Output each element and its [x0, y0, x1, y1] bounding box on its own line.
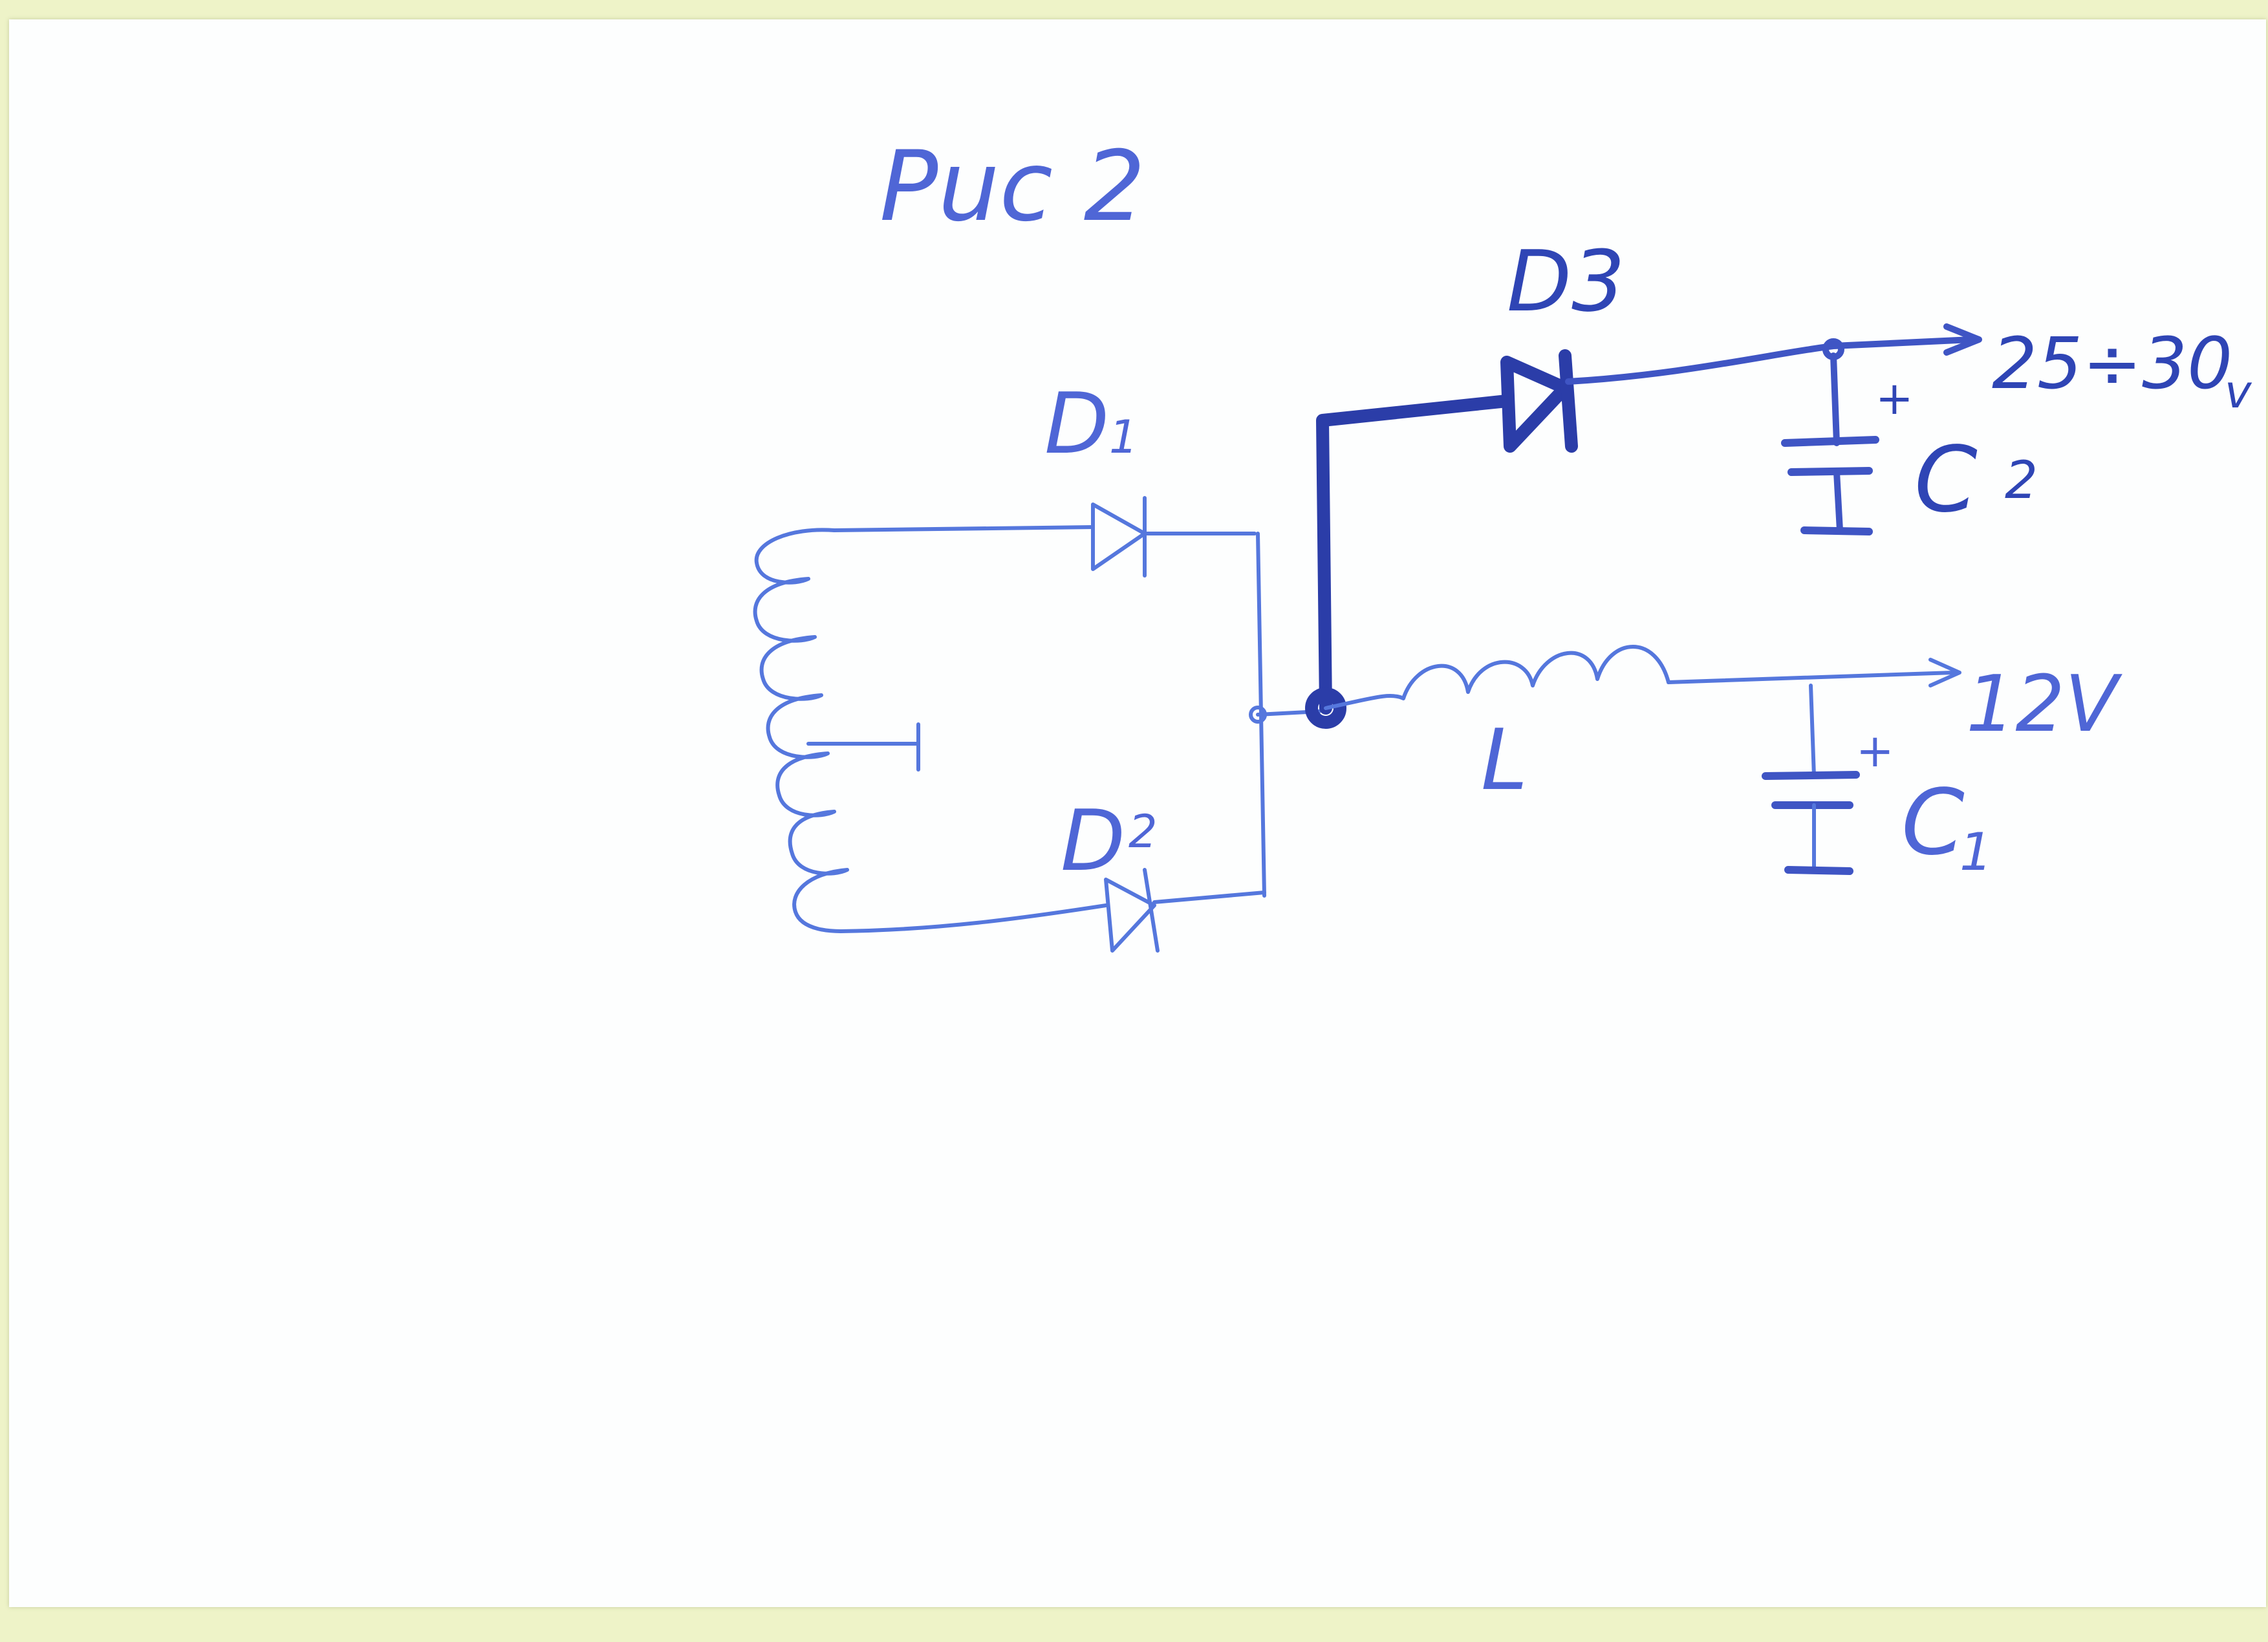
bus-junction-dot — [1249, 706, 1267, 724]
paper-sheet — [9, 19, 2266, 1607]
c2-polarity-label: + — [1875, 372, 1914, 425]
diode-d2-icon — [1104, 868, 1160, 953]
inductor-label: L — [1481, 711, 1528, 809]
c1-subscript: 1 — [1960, 822, 1993, 882]
inductor-l-icon — [1324, 645, 1670, 710]
d3-label: D3 — [1507, 232, 1625, 330]
output-high-unit: v — [2225, 365, 2252, 418]
figure-title: Puc 2 — [880, 131, 1145, 243]
arrow-output-high-icon — [1943, 323, 1982, 356]
arrow-output-low-icon — [1928, 658, 1961, 687]
c1-polarity-label: + — [1856, 724, 1894, 777]
transformer-coil-icon — [753, 528, 849, 933]
wire-l-to-output-low — [1667, 671, 1955, 684]
wire-node-to-d3 — [1316, 394, 1513, 715]
c2-label: C — [1914, 427, 1978, 533]
capacitor-c2-icon — [1781, 352, 1879, 535]
wire-coil-to-d2 — [839, 903, 1108, 933]
wire-coil-to-d1 — [832, 525, 1095, 532]
output-high-value: 25÷30 — [1992, 322, 2232, 405]
diode-d1-icon — [1091, 496, 1147, 578]
d1-subscript: 1 — [1109, 411, 1138, 464]
wire-d2-to-bus — [1152, 891, 1266, 904]
d2-label: D — [1061, 792, 1125, 890]
diode-d3-icon — [1500, 349, 1578, 453]
c1-label: C — [1901, 770, 1965, 876]
c2-subscript: 2 — [2005, 450, 2038, 510]
d1-label: D — [1044, 374, 1109, 473]
wire-d3-to-output-high — [1565, 336, 1976, 385]
main-node-dot — [1305, 687, 1346, 729]
capacitor-c1-icon — [1762, 684, 1860, 875]
output-low-value: 12V — [1966, 660, 2123, 750]
d2-subscript: 2 — [1129, 805, 1158, 858]
